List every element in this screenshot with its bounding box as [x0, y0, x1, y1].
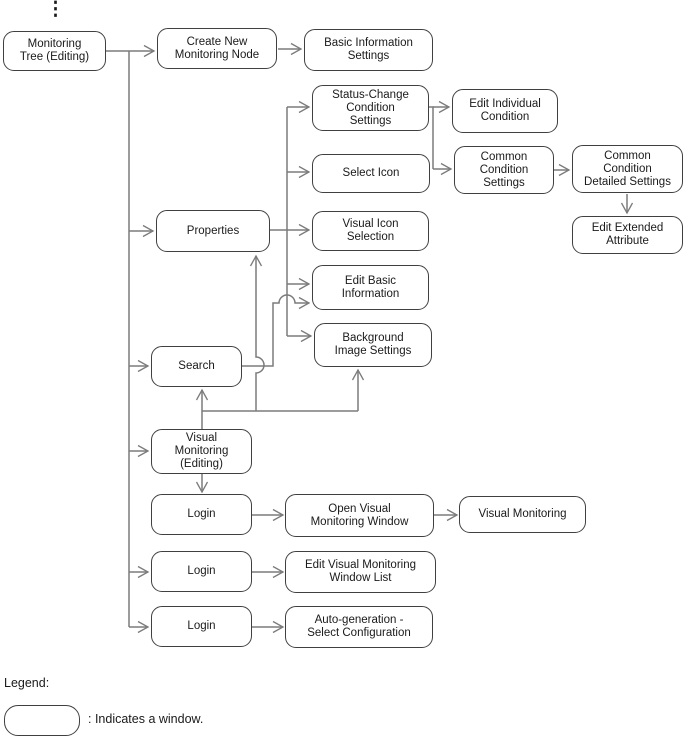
node-auto-generation-select-configuration: Auto-generation - Select Configuration	[285, 606, 433, 648]
node-login-3: Login	[151, 606, 252, 647]
node-monitoring-tree-editing: Monitoring Tree (Editing)	[3, 31, 106, 71]
node-properties: Properties	[156, 210, 270, 252]
node-common-condition-detailed-settings: Common Condition Detailed Settings	[572, 145, 683, 193]
vertical-ellipsis-icon: ⋮	[46, 0, 65, 20]
node-basic-information-settings: Basic Information Settings	[304, 29, 433, 71]
node-select-icon: Select Icon	[312, 154, 430, 193]
node-create-new-monitoring-node: Create New Monitoring Node	[157, 28, 277, 69]
node-visual-monitoring-editing: Visual Monitoring (Editing)	[151, 429, 252, 474]
node-background-image-settings: Background Image Settings	[314, 323, 432, 367]
node-search: Search	[151, 346, 242, 387]
node-login-2: Login	[151, 551, 252, 592]
node-status-change-condition-settings: Status-Change Condition Settings	[312, 85, 429, 131]
node-login-1: Login	[151, 494, 252, 535]
node-edit-individual-condition: Edit Individual Condition	[452, 89, 558, 133]
node-common-condition-settings: Common Condition Settings	[454, 146, 554, 194]
legend-title: Legend:	[4, 676, 50, 690]
node-visual-monitoring: Visual Monitoring	[459, 496, 586, 533]
node-open-visual-monitoring-window: Open Visual Monitoring Window	[285, 494, 434, 537]
node-visual-icon-selection: Visual Icon Selection	[312, 211, 429, 251]
legend-description: : Indicates a window.	[88, 712, 204, 726]
node-edit-basic-information: Edit Basic Information	[312, 265, 429, 310]
legend-window-sample-box	[4, 705, 80, 736]
node-edit-extended-attribute: Edit Extended Attribute	[572, 216, 683, 254]
node-edit-visual-monitoring-window-list: Edit Visual Monitoring Window List	[285, 551, 436, 593]
